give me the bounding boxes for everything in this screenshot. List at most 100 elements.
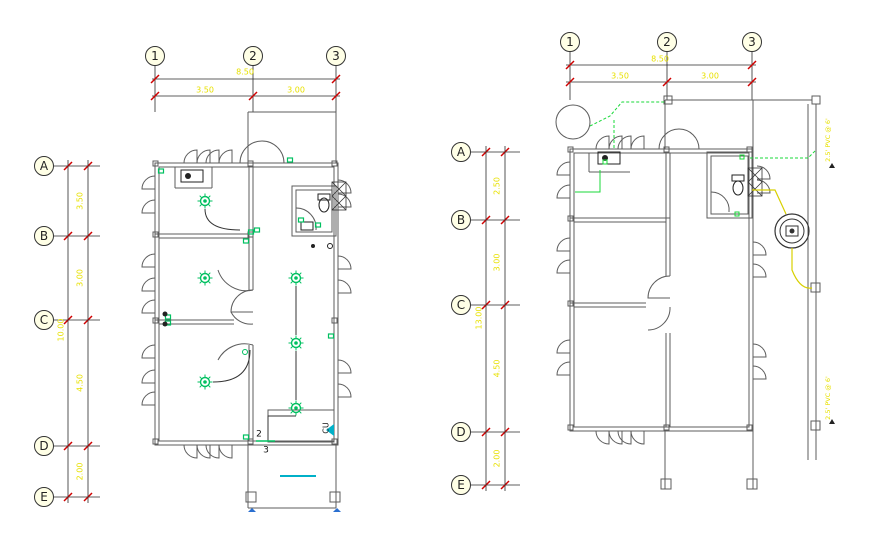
- drain-line: [575, 170, 601, 193]
- wire-run: [267, 415, 296, 440]
- window-leaf: [752, 241, 767, 256]
- shower-hatch: [331, 181, 347, 197]
- grid-bubble-side-B-label: B: [457, 213, 465, 227]
- ceiling-light-ray: [199, 376, 202, 379]
- column-marker: [247, 438, 254, 445]
- window-leaf: [141, 299, 156, 314]
- window-leaf: [337, 255, 352, 270]
- switch: [162, 321, 168, 327]
- ceiling-light: [290, 272, 302, 284]
- column-marker: [567, 146, 574, 153]
- ceiling-light-ray: [208, 195, 211, 198]
- grid-bubble-top-2: [657, 32, 677, 52]
- dim-overall-width: 8.50: [236, 68, 254, 77]
- dim-tick: [248, 91, 258, 101]
- toilet-tank: [317, 193, 331, 201]
- grid-bubble-side-E-label: E: [457, 478, 465, 492]
- window-leaf: [556, 339, 571, 354]
- ceiling-light-center: [203, 380, 207, 384]
- ceiling-light-ray: [208, 281, 211, 284]
- pipe-label: 2.5' PVC @ 6': [824, 118, 832, 162]
- ceiling-light-ray: [290, 346, 293, 349]
- ceiling-light-ray: [290, 411, 293, 414]
- ceiling-light-ray: [299, 337, 302, 340]
- dim-side-value: 3.50: [76, 192, 85, 210]
- grid-bubble-side-D: [34, 436, 54, 456]
- column-marker: [567, 215, 574, 222]
- window-leaf: [141, 199, 156, 214]
- window-leaf: [756, 165, 771, 180]
- door-swing: [647, 306, 671, 331]
- ceiling-light-ray: [299, 411, 302, 414]
- column-marker: [152, 317, 159, 324]
- ceiling-light: [199, 272, 211, 284]
- ceiling-light-ray: [208, 204, 211, 207]
- dim-span-width: 3.00: [287, 86, 305, 95]
- window-leaf: [556, 361, 571, 376]
- grid-bubble-top-3-label: 3: [332, 49, 340, 63]
- column: [810, 282, 821, 293]
- grid-bubble-top-3-label: 3: [748, 35, 756, 49]
- column: [746, 478, 758, 490]
- grid-bubble-side-E: [34, 487, 54, 507]
- pipe-arrow: [829, 163, 835, 168]
- toilet: [318, 197, 330, 213]
- ceiling-light-ray: [208, 385, 211, 388]
- grid-bubble-side-A-label: A: [457, 145, 466, 159]
- grid-bubble-side-B: [451, 210, 471, 230]
- window-leaf: [617, 430, 632, 445]
- column-marker: [746, 146, 753, 153]
- window-leaf: [752, 263, 767, 278]
- window-leaf: [556, 184, 571, 199]
- shower: [331, 181, 347, 211]
- wire-run: [204, 208, 241, 231]
- kitchen-sink: [597, 151, 621, 165]
- dim-side-value: 3.00: [493, 254, 502, 272]
- dim-tick: [747, 77, 757, 87]
- grid-bubble-top-2: [243, 46, 263, 66]
- ceiling-light-ray: [199, 272, 202, 275]
- column-marker: [663, 424, 670, 431]
- window-leaf: [183, 149, 198, 164]
- ceiling-light-ray: [299, 346, 302, 349]
- water-tank: [555, 104, 591, 140]
- entry-door: [239, 140, 285, 164]
- window-leaf: [630, 135, 645, 150]
- sewer-line: [752, 189, 787, 215]
- window-leaf: [141, 277, 156, 292]
- electrical-outlet: [164, 314, 172, 320]
- dim-side-value: 2.00: [493, 450, 502, 468]
- bathroom-wall: [291, 185, 337, 237]
- ceiling-light-ray: [290, 281, 293, 284]
- window-leaf: [556, 237, 571, 252]
- bathroom-outlet: [314, 222, 322, 228]
- plumbing-fixture: [734, 211, 740, 217]
- electrical-outlet: [253, 227, 261, 233]
- window-leaf: [756, 179, 771, 194]
- column-marker: [152, 160, 159, 167]
- pipe-label: 2.5' PVC @ 6': [824, 376, 832, 420]
- ceiling-light-ray: [299, 281, 302, 284]
- grid-bubble-top-3: [742, 32, 762, 52]
- window-leaf: [205, 444, 220, 459]
- sewer-line: [791, 248, 813, 289]
- window-leaf: [218, 149, 233, 164]
- window-leaf: [752, 343, 767, 358]
- ceiling-light-ray: [208, 272, 211, 275]
- electrical-outlet: [157, 168, 165, 174]
- ceiling-light: [199, 195, 211, 207]
- window-leaf: [608, 430, 623, 445]
- dim-tick: [331, 74, 341, 84]
- ceiling-light-center: [203, 199, 207, 203]
- window-leaf: [608, 135, 623, 150]
- plumbing-fixture: [602, 159, 608, 165]
- window-leaf: [337, 359, 352, 374]
- dim-span-width: 3.50: [196, 86, 214, 95]
- bathroom-door-swing: [710, 191, 730, 213]
- window-leaf: [752, 365, 767, 380]
- grid-bubble-top-1-label: 1: [151, 49, 159, 63]
- grid-bubble-top-1: [145, 46, 165, 66]
- column-marker: [152, 438, 159, 445]
- ceiling-light: [290, 402, 302, 414]
